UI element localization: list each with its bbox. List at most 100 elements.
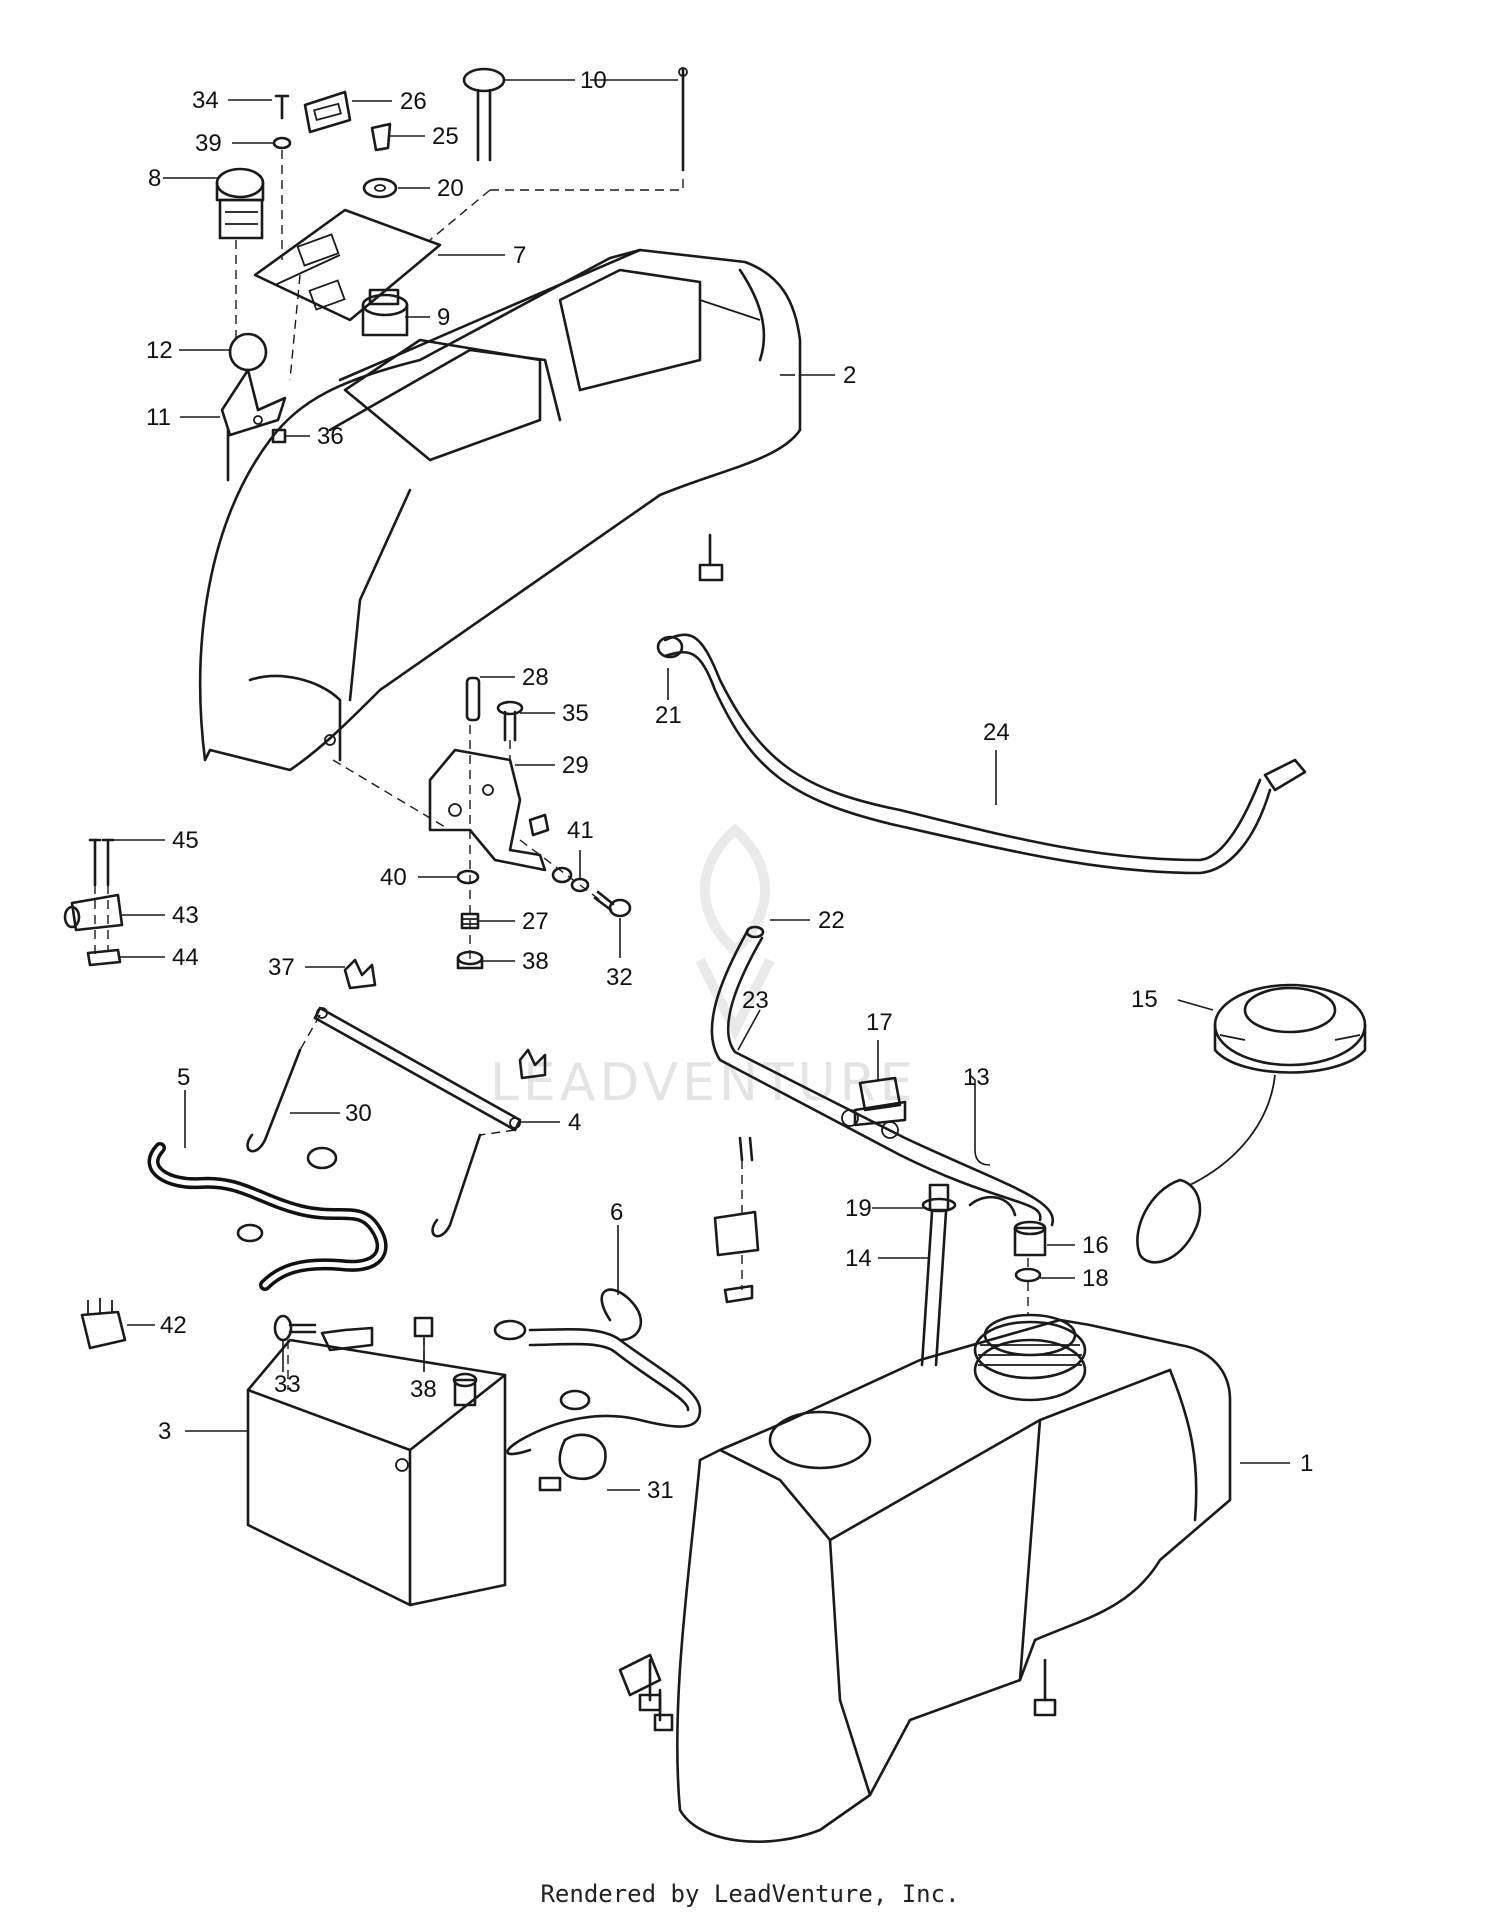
part-37-wing-nut bbox=[343, 958, 547, 1080]
callout-41: 41 bbox=[567, 817, 594, 844]
callout-22: 22 bbox=[818, 907, 845, 934]
callout-30: 30 bbox=[345, 1100, 372, 1127]
callout-33: 33 bbox=[274, 1371, 301, 1398]
part-26-hour-meter bbox=[303, 90, 352, 134]
part-28-pin bbox=[465, 676, 481, 722]
callout-39: 39 bbox=[195, 130, 222, 157]
callout-9: 9 bbox=[437, 304, 450, 331]
callout-labels: 1 2 3 4 5 6 7 8 9 10 11 12 13 14 15 16 1… bbox=[146, 67, 1313, 1504]
callout-25: 25 bbox=[432, 123, 459, 150]
part-40-washer bbox=[456, 869, 480, 885]
part-45-screws bbox=[88, 838, 115, 887]
part-1-fuel-tank bbox=[618, 1313, 1232, 1843]
part-23-vent-hose bbox=[710, 925, 1055, 1227]
part-29-bracket bbox=[428, 748, 550, 872]
callout-44: 44 bbox=[172, 944, 199, 971]
part-38-nut-battery bbox=[413, 1316, 434, 1338]
callout-19: 19 bbox=[845, 1195, 872, 1222]
part-20-bushing bbox=[362, 177, 398, 199]
part-32-bolt bbox=[593, 890, 632, 918]
part-25-knob bbox=[370, 122, 392, 152]
callout-8: 8 bbox=[148, 165, 161, 192]
part-19-vent-fitting bbox=[921, 1183, 957, 1213]
part-42-solenoid bbox=[80, 1298, 127, 1350]
part-43-seat-switch bbox=[63, 893, 124, 932]
part-13-hose bbox=[968, 1195, 1017, 1217]
watermark: LEADVENTURE bbox=[490, 823, 917, 1113]
callout-31: 31 bbox=[647, 1477, 674, 1504]
part-30-j-bolt bbox=[246, 1048, 482, 1238]
part-24-fuel-line bbox=[663, 633, 1307, 875]
callout-40: 40 bbox=[380, 864, 407, 891]
watermark-flame-icon bbox=[695, 823, 775, 1042]
part-35-bolt bbox=[496, 700, 524, 742]
callout-1: 1 bbox=[1300, 1450, 1313, 1477]
watermark-text: LEADVENTURE bbox=[490, 1053, 917, 1113]
part-2-console-shroud bbox=[198, 248, 802, 772]
callout-16: 16 bbox=[1082, 1232, 1109, 1259]
callout-21: 21 bbox=[655, 702, 682, 729]
part-10-choke-cable bbox=[462, 67, 688, 172]
part-15-fuel-cap bbox=[1136, 983, 1367, 1264]
callout-18: 18 bbox=[1082, 1265, 1109, 1292]
callout-4: 4 bbox=[568, 1109, 581, 1136]
part-14-vent-tube bbox=[920, 1210, 948, 1367]
part-34-screw bbox=[274, 94, 290, 120]
assembly-lines-bracket bbox=[469, 725, 601, 960]
part-44-plate bbox=[86, 948, 122, 967]
part-17-vent-valve bbox=[841, 1076, 907, 1139]
callout-28: 28 bbox=[522, 664, 549, 691]
callout-32: 32 bbox=[606, 964, 633, 991]
callout-38-battery: 38 bbox=[410, 1376, 437, 1403]
callout-20: 20 bbox=[437, 175, 464, 202]
callout-2: 2 bbox=[843, 362, 856, 389]
callout-3: 3 bbox=[158, 1418, 171, 1445]
part-18-grommet bbox=[1014, 1267, 1042, 1283]
part-8-pto-switch bbox=[215, 167, 265, 240]
callout-7: 7 bbox=[513, 242, 526, 269]
part-41-lockwasher bbox=[551, 866, 590, 893]
assembly-lines-top bbox=[235, 150, 684, 831]
part-6-ground-cable bbox=[493, 1288, 702, 1456]
part-3-battery bbox=[246, 1326, 507, 1607]
part-21-clamp bbox=[656, 635, 684, 659]
callout-29: 29 bbox=[562, 752, 589, 779]
part-12-throttle-knob bbox=[228, 332, 268, 372]
callout-6: 6 bbox=[610, 1199, 623, 1226]
footer-credit: Rendered by LeadVenture, Inc. bbox=[540, 1880, 960, 1908]
callout-27: 27 bbox=[522, 908, 549, 935]
part-9-ignition-switch bbox=[361, 288, 409, 337]
callout-43: 43 bbox=[172, 902, 199, 929]
part-39-washer bbox=[272, 136, 292, 150]
part-7-mounting-plate bbox=[253, 208, 442, 322]
part-36-nut bbox=[271, 428, 287, 444]
callout-35: 35 bbox=[562, 700, 589, 727]
part-relay-mid bbox=[713, 1136, 760, 1304]
callout-38-upper: 38 bbox=[522, 948, 549, 975]
callout-23: 23 bbox=[742, 987, 769, 1014]
part-5-battery-cable bbox=[147, 1142, 388, 1291]
callout-17: 17 bbox=[866, 1009, 893, 1036]
leader-lines bbox=[103, 79, 1290, 1491]
callout-11: 11 bbox=[146, 404, 171, 431]
assembly-lines-43 bbox=[94, 885, 109, 955]
callout-36: 36 bbox=[317, 423, 344, 450]
part-31-terminal-boot bbox=[538, 1433, 607, 1492]
callout-13: 13 bbox=[963, 1064, 990, 1091]
callout-15: 15 bbox=[1131, 986, 1158, 1013]
callout-24: 24 bbox=[983, 719, 1010, 746]
callout-42: 42 bbox=[160, 1312, 187, 1339]
part-16-fuel-filter bbox=[1013, 1220, 1047, 1257]
part-11-throttle-lever bbox=[220, 368, 287, 482]
callout-26: 26 bbox=[400, 88, 427, 115]
part-33-terminal-bolt bbox=[273, 1314, 317, 1342]
callout-12: 12 bbox=[146, 337, 173, 364]
callout-10: 10 bbox=[580, 67, 607, 94]
callout-34: 34 bbox=[192, 87, 219, 114]
callout-37: 37 bbox=[268, 954, 295, 981]
callout-14: 14 bbox=[845, 1245, 872, 1272]
callout-45: 45 bbox=[172, 827, 199, 854]
callout-5: 5 bbox=[177, 1064, 190, 1091]
assembly-lines-rod bbox=[299, 1014, 516, 1136]
